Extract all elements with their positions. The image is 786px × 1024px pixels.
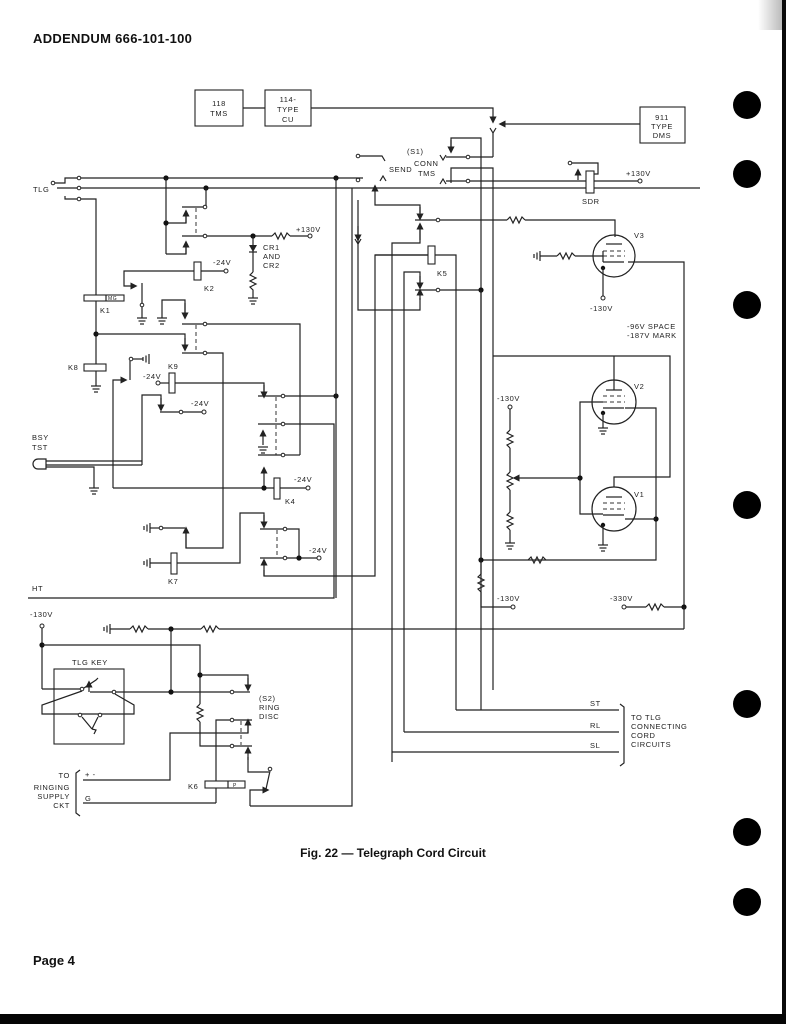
figure-caption: Fig. 22 — Telegraph Cord Circuit — [300, 846, 486, 860]
schematic-label-dms911-0: 911 — [655, 113, 669, 122]
schematic-label-cord-1: CONNECTING — [631, 722, 687, 731]
schematic-label-send: SEND — [389, 165, 412, 174]
punch-hole — [733, 291, 761, 319]
schematic-label-g: G — [85, 794, 91, 803]
schematic-label-mark: -187V MARK — [627, 331, 677, 340]
schematic-label-s1: (S1) — [407, 147, 424, 156]
schematic-label-plus130_sdr: +130V — [626, 169, 651, 178]
schematic-label-v2: V2 — [634, 382, 644, 391]
schematic-label-v1: V1 — [634, 490, 644, 499]
schematic-label-st: ST — [590, 699, 601, 708]
schematic-label-cu114-1: TYPE — [277, 105, 299, 114]
schematic-label-supply: SUPPLY — [37, 792, 70, 801]
document-header: ADDENDUM 666-101-100 — [33, 31, 193, 46]
schematic-label-k7: K7 — [168, 577, 178, 586]
schematic-label-left130: -130V — [30, 610, 53, 619]
schematic-label-k1_tag: MG — [108, 296, 117, 302]
schematic-label-cu114-0: 114- — [280, 95, 297, 104]
schematic-label-k5: K5 — [437, 269, 447, 278]
block-911-type-dms: 911 TYPE DMS — [639, 106, 686, 144]
schematic-label-dms911-2: DMS — [653, 131, 671, 140]
schematic-label-cr2: CR2 — [263, 261, 280, 270]
schematic-label-k1: K1 — [100, 306, 110, 315]
schematic-label-k2: K2 — [204, 284, 214, 293]
schematic-label-sl: SL — [590, 741, 600, 750]
punch-hole — [733, 160, 761, 188]
schematic-label-k4: K4 — [285, 497, 295, 506]
schematic-label-tlg_key: TLG KEY — [72, 658, 108, 667]
punch-hole — [733, 888, 761, 916]
page-corner-shade — [758, 0, 782, 30]
schematic-label-to: TO — [59, 771, 70, 780]
schematic-label-k2_v: -24V — [213, 258, 231, 267]
schematic-label-v3: V3 — [634, 231, 644, 240]
page-edge-shadow — [782, 0, 786, 1016]
schematic-label-tst: TST — [32, 443, 48, 452]
schematic-label-ringing: RINGING — [34, 783, 70, 792]
schematic-label-plusminus: + - — [85, 770, 96, 779]
schematic-label-cu114-2: CU — [282, 115, 294, 124]
schematic-label-tms118-1: TMS — [210, 109, 228, 118]
block-114-type-cu: 114- TYPE CU — [264, 89, 312, 127]
schematic-label-sdr: SDR — [582, 197, 600, 206]
label-tlg: TLG — [33, 185, 49, 194]
schematic-label-k8: K8 — [68, 363, 78, 372]
schematic-label-ring: RING — [259, 703, 280, 712]
schematic-label-and: AND — [263, 252, 281, 261]
punch-hole — [733, 818, 761, 846]
schematic-label-ht: HT — [32, 584, 43, 593]
schematic-label-conn: CONN — [414, 159, 438, 168]
schematic-label-cr1: CR1 — [263, 243, 280, 252]
schematic-label-cord-0: TO TLG — [631, 713, 661, 722]
schematic-label-k9: K9 — [168, 362, 178, 371]
schematic-label-k9_contact_v: -24V — [191, 399, 209, 408]
schematic-label-ckt: CKT — [53, 801, 70, 810]
schematic-label-k4_v: -24V — [294, 475, 312, 484]
schematic-label-rl: RL — [590, 721, 601, 730]
schematic-label-k6: K6 — [188, 782, 198, 791]
schematic-label-tms118-0: 118 — [212, 99, 226, 108]
schematic-label-k6_tag: P — [233, 783, 237, 789]
block-118-tms: 118 TMS — [194, 89, 244, 127]
schematic-label-disc: DISC — [259, 712, 279, 721]
schematic-label-cord-2: CORD — [631, 731, 655, 740]
schematic-label-neg330: -330V — [610, 594, 633, 603]
scan-bottom-border — [0, 1014, 786, 1024]
page-number: Page 4 — [33, 953, 75, 968]
schematic-label-v3_bias: -130V — [590, 304, 613, 313]
punch-hole — [733, 690, 761, 718]
schematic-label-plus130_cr: +130V — [296, 225, 321, 234]
schematic-label-pot_v: -130V — [497, 394, 520, 403]
schematic-label-k7_contact_v: -24V — [309, 546, 327, 555]
punch-hole — [733, 491, 761, 519]
schematic-label-s2: (S2) — [259, 694, 276, 703]
tube-v1 — [591, 486, 637, 532]
schematic-label-space: -96V SPACE — [627, 322, 676, 331]
punch-hole — [733, 91, 761, 119]
schematic-label-bsy: BSY — [32, 433, 49, 442]
schematic-label-k9_v: -24V — [143, 372, 161, 381]
schematic-label-bias_v: -130V — [497, 594, 520, 603]
schematic-label-cord-3: CIRCUITS — [631, 740, 671, 749]
schematic-label-dms911-1: TYPE — [651, 122, 673, 131]
schematic-label-tms: TMS — [418, 169, 436, 178]
